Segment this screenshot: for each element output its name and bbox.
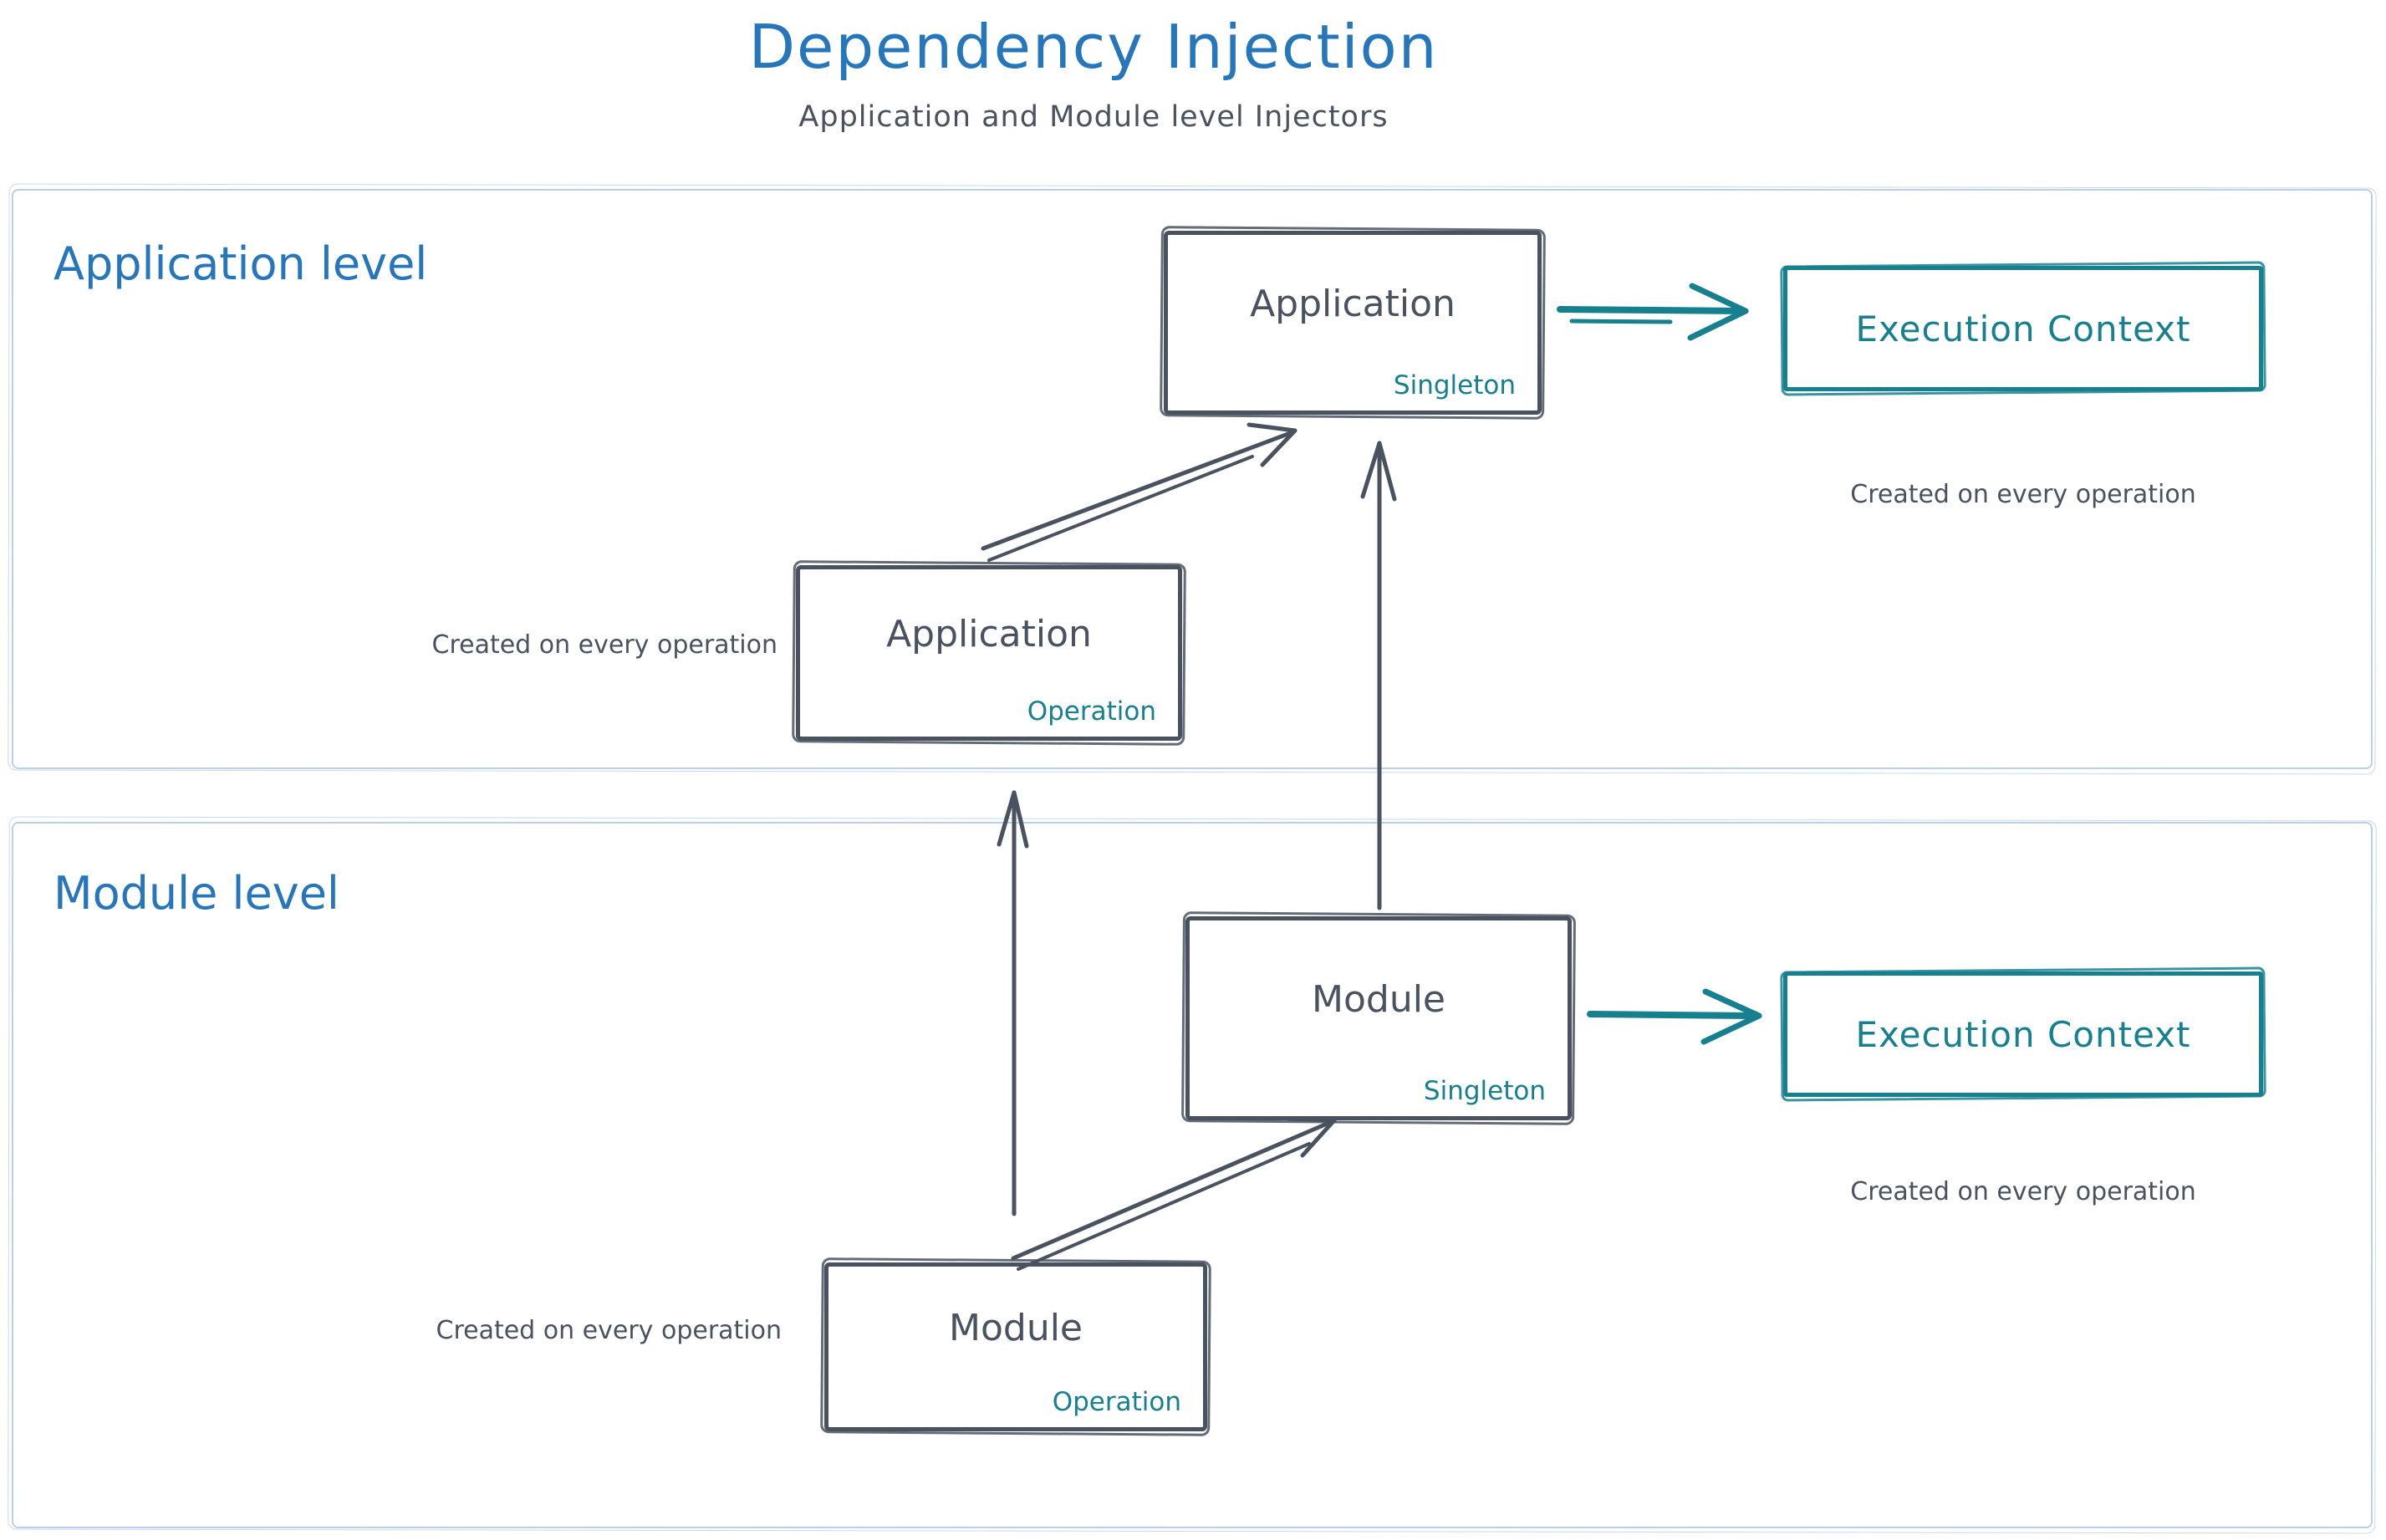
module-operation-caption: Created on every operation xyxy=(436,1316,783,1345)
application-singleton-title: Application xyxy=(1250,282,1456,325)
application-singleton-tag: Singleton xyxy=(1393,370,1516,400)
application-execution-caption: Created on every operation xyxy=(1850,480,2196,509)
module-execution-caption: Created on every operation xyxy=(1850,1177,2196,1206)
application-operation-tag: Operation xyxy=(1027,696,1156,727)
application-level-container: Application level Application Singleton … xyxy=(12,189,2373,769)
diagram-header: Dependency Injection Application and Mod… xyxy=(592,12,1595,134)
diagram-title: Dependency Injection xyxy=(748,12,1439,82)
module-operation-title: Module xyxy=(949,1306,1083,1349)
application-level-label: Application level xyxy=(54,237,428,290)
application-execution-context-box: Execution Context xyxy=(1783,266,2263,391)
module-singleton-box: Module Singleton xyxy=(1185,916,1572,1120)
application-singleton-box: Application Singleton xyxy=(1164,231,1542,415)
diagram-subtitle: Application and Module level Injectors xyxy=(798,100,1389,134)
application-operation-caption: Created on every operation xyxy=(431,630,778,660)
module-level-label: Module level xyxy=(54,867,339,920)
module-execution-context-box: Execution Context xyxy=(1783,971,2263,1097)
application-operation-title: Application xyxy=(886,612,1092,655)
module-singleton-title: Module xyxy=(1312,977,1445,1021)
module-execution-context-title: Execution Context xyxy=(1855,1013,2191,1055)
module-operation-box: Module Operation xyxy=(824,1262,1207,1431)
module-operation-tag: Operation xyxy=(1052,1387,1181,1417)
module-singleton-tag: Singleton xyxy=(1423,1076,1546,1106)
application-execution-context-title: Execution Context xyxy=(1855,308,2191,349)
module-level-container: Module level Module Singleton Execution … xyxy=(12,822,2373,1528)
application-operation-box: Application Operation xyxy=(796,565,1182,741)
